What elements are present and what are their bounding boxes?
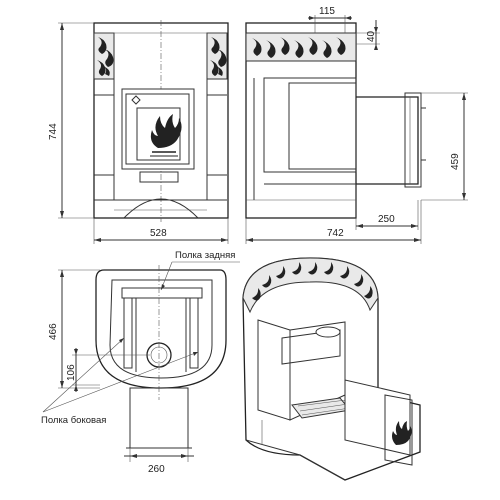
iso-flue <box>315 326 341 338</box>
tunnel-extension <box>356 96 419 185</box>
plan-offset-label: 106 <box>66 364 77 381</box>
door-flame-icon <box>150 114 182 157</box>
tunnel-door <box>404 92 422 188</box>
side-firebox <box>263 77 357 173</box>
rear-shelf-label: Полка задняя <box>175 250 235 261</box>
side-shelf-label: Полка боковая <box>41 415 106 426</box>
side-total-depth-label: 742 <box>327 228 344 239</box>
door-logo-icon <box>131 95 141 105</box>
tunnel-height-label: 459 <box>450 153 461 170</box>
left-shelf <box>123 297 133 369</box>
side-view: 115 40 459 250 742 <box>245 6 468 244</box>
side-top-dim-label: 115 <box>319 6 335 17</box>
plan-tunnel-width-label: 260 <box>148 464 165 475</box>
left-tile-pattern <box>97 37 114 76</box>
door-outer <box>125 93 190 165</box>
right-shelf <box>189 297 199 369</box>
plan-inner <box>109 279 213 379</box>
iso-tile-band <box>242 257 379 314</box>
isometric-view <box>242 257 421 481</box>
iso-tile-pattern <box>252 262 373 301</box>
front-height-label: 744 <box>48 123 59 140</box>
iso-door-flame-icon <box>392 421 412 445</box>
plan-depth-label: 466 <box>48 323 59 340</box>
plan-view: Полка задняя Полка боковая 466 106 260 <box>41 250 240 475</box>
side-firebox-inner <box>288 82 357 170</box>
base-arch <box>123 198 199 219</box>
iso-door <box>384 394 413 466</box>
side-tile-pattern <box>252 37 346 58</box>
right-tile-pattern <box>210 37 227 76</box>
ash-pan <box>139 171 179 183</box>
rear-shelf <box>121 287 203 299</box>
iso-firebox-left <box>257 319 291 421</box>
front-view: 744 528 <box>48 20 229 244</box>
front-width-label: 528 <box>150 228 167 239</box>
tunnel-depth-label: 250 <box>378 214 395 225</box>
side-top-right-dim-label: 40 <box>366 30 377 42</box>
